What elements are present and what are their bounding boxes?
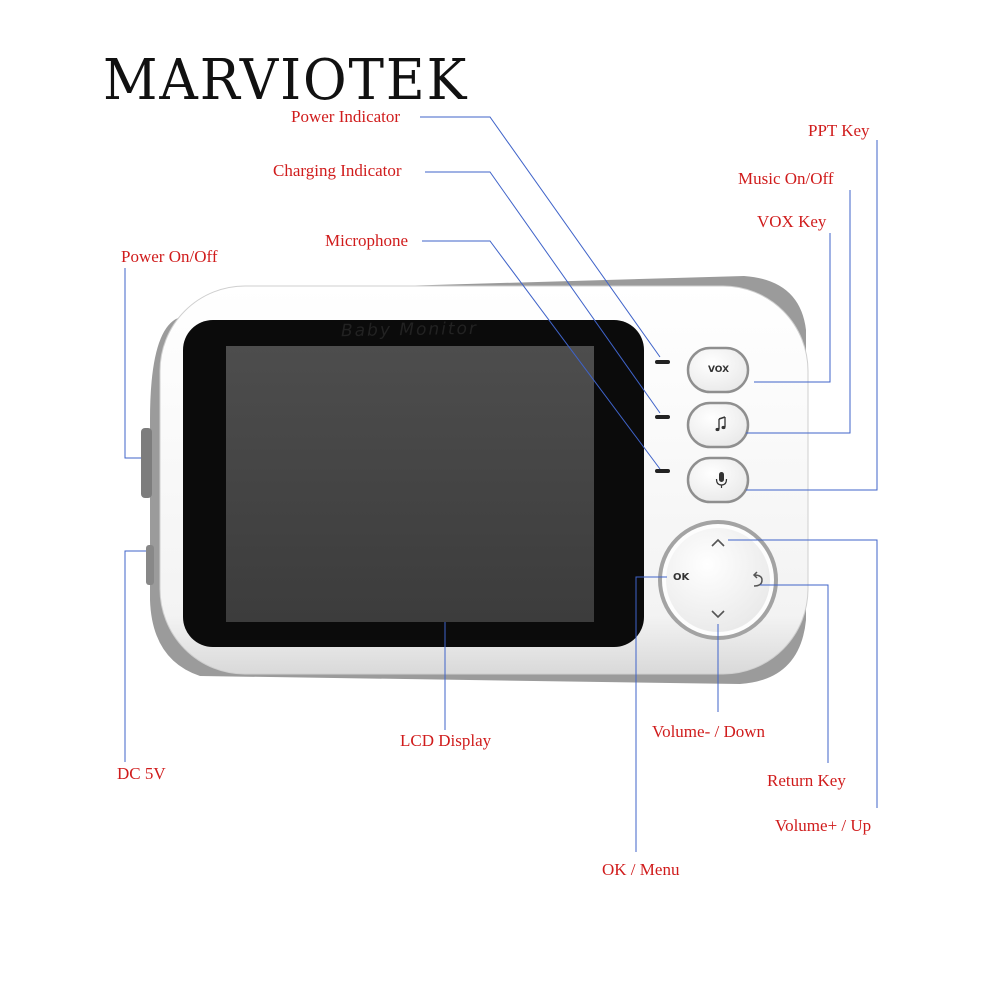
callout-vox-key: VOX Key (757, 212, 827, 231)
power-switch[interactable] (141, 428, 152, 498)
return-arrow-icon[interactable] (752, 571, 763, 587)
callout-music-on-off: Music On/Off (738, 169, 834, 188)
leader-lines (124, 116, 878, 852)
callout-power-on-off: Power On/Off (121, 247, 218, 266)
callout-volume-up: Volume+ / Up (775, 816, 872, 835)
leader-power-on-off (124, 268, 141, 459)
leader-dc-5v (124, 550, 146, 762)
leader-music-on-off (746, 190, 851, 434)
microphone-icon (715, 472, 728, 488)
leader-vox-key (754, 233, 831, 383)
leader-power-indicator (420, 116, 661, 358)
leader-microphone (422, 240, 661, 470)
music-button[interactable] (686, 401, 750, 449)
leader-return-key (760, 584, 829, 763)
callout-dc-5v: DC 5V (117, 764, 166, 783)
music-note-icon (715, 416, 726, 432)
power-indicator-led (655, 360, 670, 364)
dc-port (146, 545, 154, 585)
callout-microphone: Microphone (325, 231, 409, 250)
leader-charging-indicator (425, 171, 661, 414)
vox-button[interactable] (686, 346, 750, 394)
leader-ppt-key (746, 140, 878, 491)
callout-ok-menu: OK / Menu (602, 860, 680, 879)
brand-logo: MARVIOTEK (103, 48, 469, 113)
leader-volume-up (728, 539, 878, 808)
callout-power-indicator: Power Indicator (291, 107, 401, 126)
ok-button-label[interactable]: OK (673, 572, 690, 583)
callout-ppt-key: PPT Key (808, 121, 870, 140)
chevron-up-icon[interactable] (711, 538, 725, 547)
ppt-mic-button[interactable] (686, 456, 750, 504)
callout-lcd-display: LCD Display (400, 731, 492, 750)
microphone-hole (655, 469, 670, 473)
charging-indicator-led (655, 415, 670, 419)
vox-button-label: VOX (708, 365, 730, 375)
lcd-display (226, 346, 594, 622)
callout-charging-indicator: Charging Indicator (273, 161, 402, 180)
chevron-down-icon[interactable] (711, 610, 725, 619)
dpad-inner (666, 528, 770, 632)
leader-ok-menu (635, 576, 667, 852)
callout-volume-down: Volume- / Down (652, 722, 766, 741)
callout-return-key: Return Key (767, 771, 846, 790)
silkscreen-label: Baby Monitor (340, 318, 479, 342)
